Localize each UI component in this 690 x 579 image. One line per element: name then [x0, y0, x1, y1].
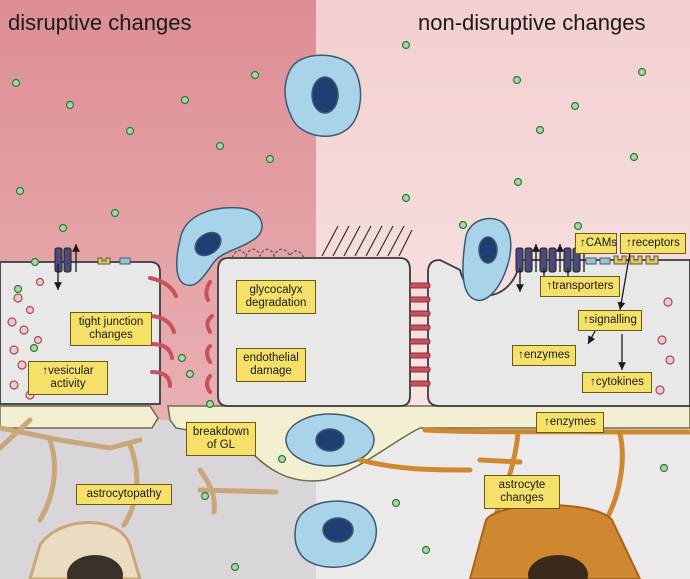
astrocyte-right-soma: [468, 504, 642, 579]
disrupted-junctions: [148, 276, 214, 394]
astrocyte-left: [0, 417, 279, 528]
label-transporters: ↑transporters: [540, 276, 620, 297]
degraded-glycocalyx: [231, 248, 305, 259]
title-disruptive: disruptive changes: [8, 10, 192, 35]
vesicles: [7, 277, 675, 400]
transporters: [54, 247, 581, 273]
label-astrocyte-changes: astrocyte changes: [484, 475, 560, 509]
label-vesicular: ↑vesicular activity: [28, 361, 108, 395]
basement-membrane: [0, 405, 159, 429]
label-tight-junction: tight junction changes: [70, 312, 152, 346]
label-glycocalyx: glycocalyx degradation: [236, 280, 316, 314]
astrocyte-right-nucleus: [528, 555, 588, 579]
label-enzymes-endothelial: ↑enzymes: [512, 345, 576, 366]
particles: [11, 40, 669, 572]
label-breakdown: breakdown of GL: [186, 422, 256, 456]
intact-glycocalyx: [321, 225, 413, 257]
label-receptors: ↑receptors: [620, 233, 686, 254]
label-astrocytopathy: astrocytopathy: [76, 484, 172, 505]
label-cams: ↑CAMs: [575, 233, 617, 254]
label-enzymes-basement: ↑enzymes: [536, 412, 604, 433]
label-endothelial: endothelial damage: [236, 348, 306, 382]
intact-junctions: [409, 282, 431, 387]
title-non-disruptive: non-disruptive changes: [418, 10, 646, 35]
astrocyte-right: [357, 427, 690, 523]
receptors: [97, 255, 659, 265]
immune-cells: [176, 54, 512, 568]
astrocyte-left-nucleus: [67, 555, 123, 579]
label-signalling: ↑signalling: [578, 310, 642, 331]
label-cytokines: ↑cytokines: [582, 372, 652, 393]
